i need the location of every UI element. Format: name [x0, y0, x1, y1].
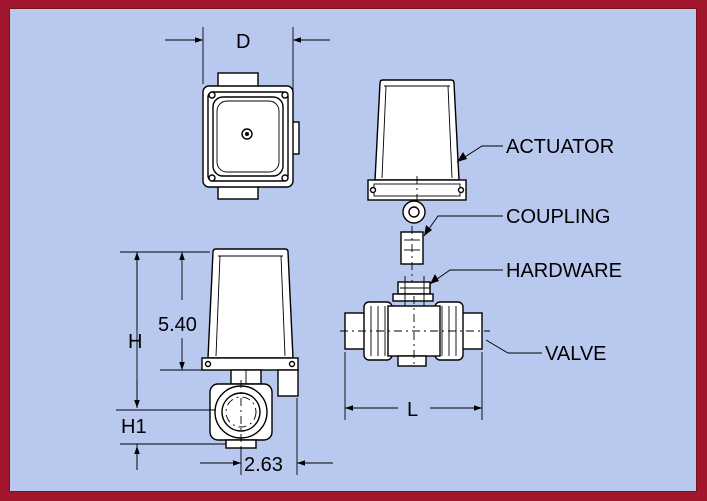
dimension-l-label: L [407, 399, 418, 421]
side-view [201, 248, 299, 450]
dimension-d-label: D [236, 31, 250, 53]
actuator-part [367, 79, 467, 210]
callout-actuator: ACTUATOR [506, 136, 614, 158]
callout-valve: VALVE [545, 343, 607, 365]
dimension-height-5-40: 5.40 [158, 252, 210, 371]
callout-leaders [423, 145, 542, 354]
dimension-h1-label: H1 [121, 416, 147, 438]
coupling-part [400, 200, 426, 292]
dimension-h: H [120, 251, 210, 408]
callout-coupling: COUPLING [506, 206, 610, 228]
dimension-d: D [165, 27, 330, 120]
dimension-h-label: H [128, 331, 142, 353]
exploded-view [340, 79, 490, 367]
dimension-height-value: 5.40 [158, 314, 197, 336]
callout-hardware: HARDWARE [506, 260, 622, 282]
dimension-offset-value: 2.63 [244, 454, 283, 476]
drawing-frame [9, 8, 697, 492]
hardware-part [392, 276, 434, 310]
valve-part [340, 296, 490, 367]
dimension-l: L [344, 352, 483, 421]
top-view [202, 72, 300, 200]
dimension-h1: H1 [116, 409, 226, 470]
dimension-offset-2-63: 2.63 [200, 398, 333, 476]
